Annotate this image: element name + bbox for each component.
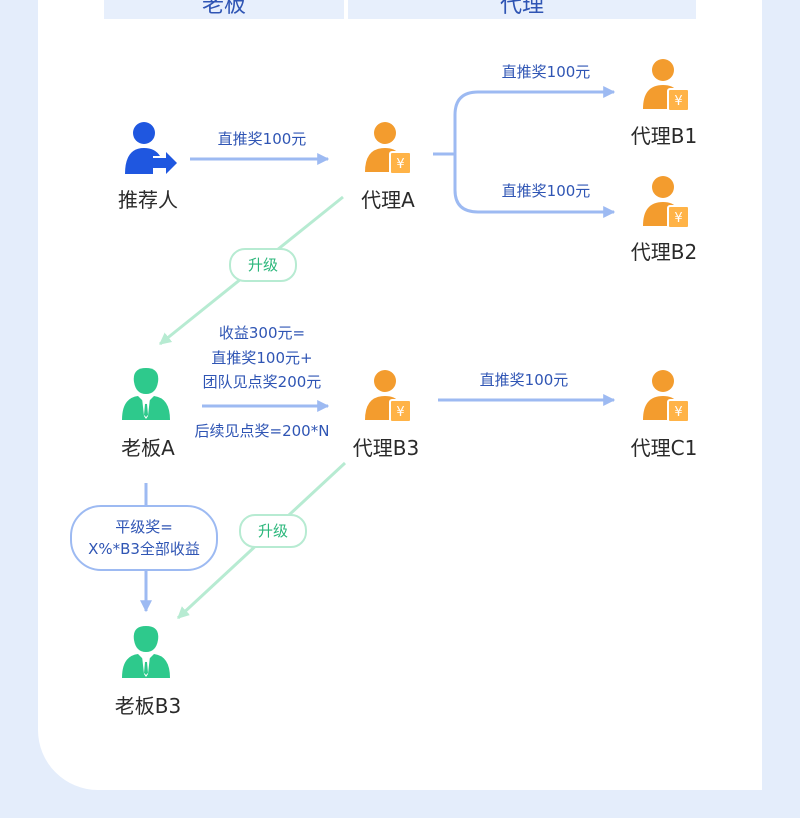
boss-suit-icon <box>122 368 170 420</box>
edge-label-boss-a-income-2: 直推奖100元+ <box>211 349 313 367</box>
agent-money-icon: ¥ <box>643 59 690 112</box>
edge-label-b3-to-c1: 直推奖100元 <box>479 371 569 389</box>
peer-bonus-line-2: X%*B3全部收益 <box>88 540 200 558</box>
peer-bonus-bubble: 平级奖= X%*B3全部收益 <box>70 505 218 571</box>
agent-money-icon: ¥ <box>643 176 690 229</box>
branch-agent-a-to-b2 <box>453 154 616 218</box>
node-label-agent-b2: 代理B2 <box>630 240 698 264</box>
agent-money-icon: ¥ <box>365 370 412 423</box>
edge-label-boss-a-income-1: 收益300元= <box>218 324 306 342</box>
agent-money-icon: ¥ <box>365 122 412 175</box>
edge-label-referrer-to-a: 直推奖100元 <box>217 130 307 148</box>
agent-money-icon: ¥ <box>643 370 690 423</box>
svg-text:¥: ¥ <box>396 405 404 420</box>
node-label-boss-a: 老板A <box>121 436 175 460</box>
user-share-icon <box>125 122 177 174</box>
header-cell-boss: 老板 <box>104 0 344 19</box>
edge-label-a-to-b1: 直推奖100元 <box>501 63 591 81</box>
node-label-referrer: 推荐人 <box>118 188 178 212</box>
svg-text:¥: ¥ <box>396 157 404 172</box>
edge-label-boss-a-income-3: 团队见点奖200元 <box>202 373 322 391</box>
svg-text:¥: ¥ <box>674 94 682 109</box>
branch-agent-a-split <box>433 86 616 156</box>
boss-suit-icon <box>122 626 170 678</box>
upgrade-pill-agent-a: 升级 <box>229 248 297 282</box>
peer-bonus-line-1: 平级奖= <box>115 518 173 536</box>
header-cell-agent: 代理 <box>348 0 696 19</box>
upgrade-pill-agent-b3: 升级 <box>239 514 307 548</box>
svg-text:¥: ¥ <box>674 211 682 226</box>
svg-text:¥: ¥ <box>674 405 682 420</box>
node-label-agent-b3: 代理B3 <box>352 436 420 460</box>
node-label-agent-a: 代理A <box>361 188 415 212</box>
header-label-boss: 老板 <box>201 0 246 18</box>
node-label-agent-c1: 代理C1 <box>630 436 698 460</box>
edge-label-a-to-b2: 直推奖100元 <box>501 182 591 200</box>
node-label-boss-b3: 老板B3 <box>114 694 182 718</box>
edge-label-boss-a-followup: 后续见点奖=200*N <box>194 422 330 440</box>
header-label-agent: 代理 <box>499 0 544 18</box>
node-label-agent-b1: 代理B1 <box>630 124 698 148</box>
